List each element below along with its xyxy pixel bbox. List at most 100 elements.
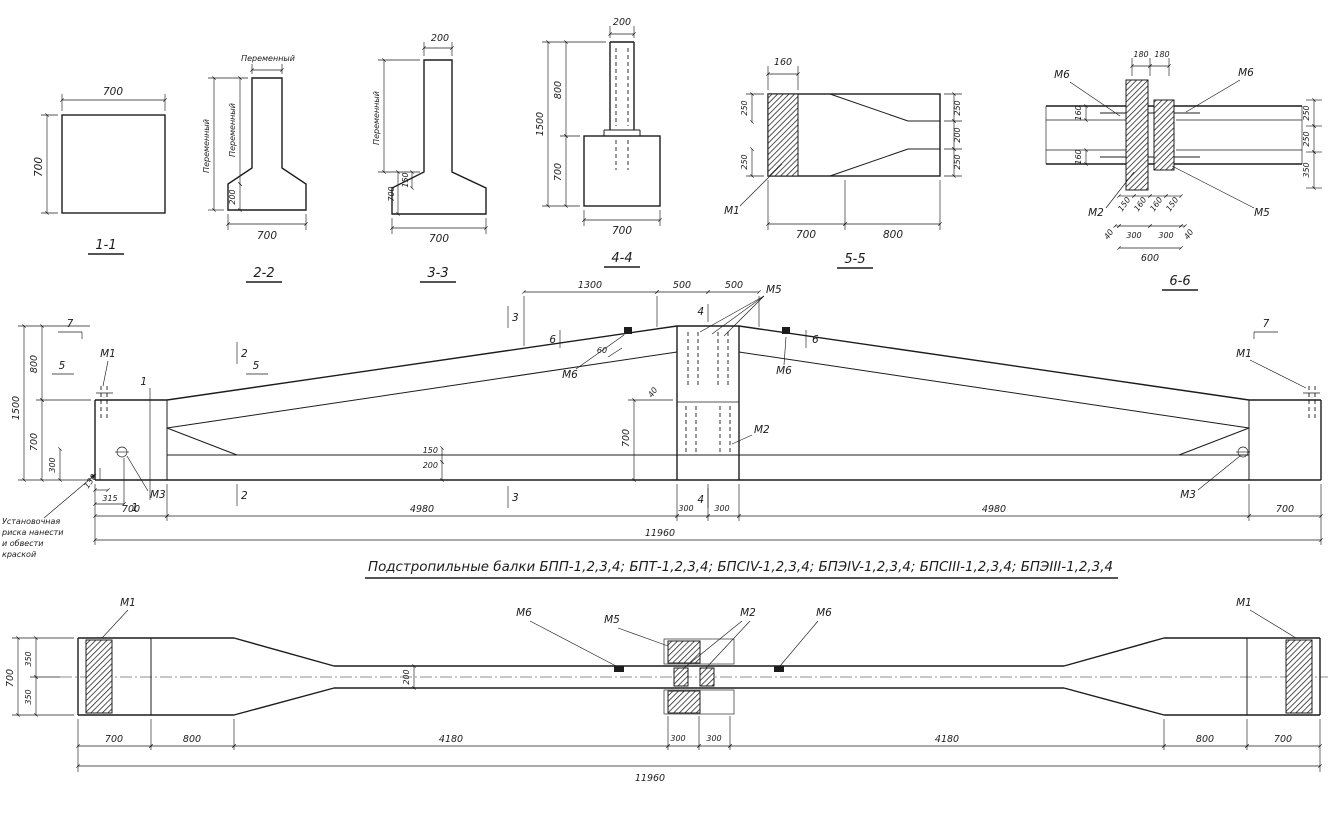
- s6-label-m6-right: М6: [1238, 67, 1254, 79]
- s6-dim-250a: 250: [1302, 105, 1311, 120]
- splice-plate-top-hatch: [667, 640, 701, 664]
- pl-dim-700-bl: 700: [105, 734, 123, 745]
- section-2-2: Переменный Переменный Переменный 200 700…: [202, 54, 308, 283]
- m6-embed: [624, 327, 632, 334]
- el-dim-700-bl: 700: [122, 504, 140, 515]
- s5-label-m1: М1: [724, 205, 740, 217]
- s6-dim-160a: 160: [1074, 105, 1083, 120]
- m6-embed: [614, 666, 624, 672]
- s6-title: 6-6: [1169, 274, 1190, 289]
- s6-dim-40b: 40: [1182, 228, 1195, 242]
- pl-dim-300a: 300: [670, 734, 685, 743]
- el-label-m6-left: М6: [562, 369, 578, 381]
- el-label-m3-right: М3: [1180, 489, 1196, 501]
- el-dim-4980a: 4980: [410, 504, 434, 515]
- pl-dim-200: 200: [402, 669, 411, 684]
- el-dim-700-left: 700: [29, 433, 40, 451]
- splice-plate-bottom-hatch: [667, 690, 701, 714]
- s4-dim-bottom: 700: [612, 225, 632, 237]
- pl-label-m1-left: М1: [120, 597, 136, 609]
- drawing-caption: Подстропильные балки БПП-1,2,3,4; БПТ-1,…: [365, 560, 1118, 579]
- s2-left-label-inner: Переменный: [228, 103, 237, 157]
- el-dim-300-left: 300: [48, 457, 57, 472]
- el-label-m3-left: М3: [150, 489, 166, 501]
- s1-dim-top: 700: [103, 86, 123, 98]
- s6-dim-350: 350: [1302, 162, 1311, 177]
- pl-label-m1-right: М1: [1236, 597, 1252, 609]
- cut-4-bottom: 4: [697, 494, 704, 506]
- section-3-3: 200 Переменный 700 150 700 3-3: [372, 33, 488, 283]
- el-dim-300a: 300: [678, 504, 693, 513]
- end-plate-hatch: [1285, 639, 1313, 714]
- s4-title: 4-4: [611, 251, 632, 266]
- s6-label-m5: М5: [1254, 207, 1270, 219]
- cut-2-top: 2: [241, 348, 248, 360]
- note-line-1: Установочная: [2, 517, 60, 526]
- cut-2-bottom: 2: [241, 490, 248, 502]
- cut-6-right: 6: [812, 334, 819, 346]
- el-dim-315: 315: [102, 494, 117, 503]
- s3-dim-700: 700: [387, 186, 396, 201]
- s2-left-label-outer: Переменный: [202, 119, 211, 173]
- note-line-3: и обвести: [2, 539, 43, 548]
- pl-dim-350a: 350: [24, 651, 33, 666]
- splice-plate-hatch: [1153, 99, 1175, 171]
- s2-top-label: Переменный: [241, 54, 295, 63]
- cut-7-right: 7: [1263, 318, 1270, 330]
- beam-plan-view: М1 М6 М5 М2 М6 М1 700 350 350 200 700 80…: [5, 597, 1328, 784]
- m6-embed: [774, 666, 784, 672]
- s6-dim-160b: 160: [1074, 149, 1083, 164]
- pl-label-m6-right: М6: [816, 607, 832, 619]
- el-dim-500a: 500: [673, 280, 691, 291]
- cut-1-bottom: 1: [131, 502, 138, 514]
- el-dim-700-br: 700: [1276, 504, 1294, 515]
- m6-embed: [782, 327, 790, 334]
- el-dim-300b: 300: [714, 504, 729, 513]
- s6-dim-250b: 250: [1302, 131, 1311, 146]
- s5-title: 5-5: [844, 252, 865, 267]
- el-label-m1-left: М1: [100, 348, 116, 360]
- cut-6-left: 6: [549, 334, 556, 346]
- s6-dim-160a2: 160: [1132, 195, 1148, 213]
- s6-dim-300a: 300: [1126, 231, 1141, 240]
- pl-dim-4180b: 4180: [935, 734, 959, 745]
- s2-dim-200: 200: [228, 189, 237, 204]
- s3-dim-150: 150: [401, 172, 410, 187]
- note-line-4: краской: [2, 550, 36, 559]
- cut-5-left: 5: [59, 360, 66, 372]
- s4-dim-700: 700: [553, 163, 564, 181]
- end-plate-hatch: [767, 93, 799, 177]
- el-dim-700-center: 700: [621, 429, 632, 447]
- s4-dim-1500: 1500: [535, 112, 546, 136]
- caption-text: Подстропильные балки БПП-1,2,3,4; БПТ-1,…: [368, 560, 1113, 575]
- splice-web-plate: [699, 667, 715, 687]
- el-dim-1500: 1500: [11, 396, 22, 420]
- s3-dim-bottom: 700: [429, 233, 449, 245]
- square-section-outline: [61, 114, 166, 214]
- s4-dim-800: 800: [553, 81, 564, 99]
- section-6-6: 180 180 М6 М6 160 160 250 250 350 М2 М5 …: [1045, 50, 1322, 291]
- s6-dim-40a: 40: [1102, 228, 1115, 242]
- pl-dim-4180a: 4180: [439, 734, 463, 745]
- s6-dim-150b: 150: [1164, 195, 1180, 213]
- end-plate-hatch: [85, 639, 113, 714]
- column-section-outline: [391, 59, 487, 215]
- el-dim-total: 11960: [645, 528, 675, 539]
- pl-label-m5: М5: [604, 614, 620, 626]
- cut-3-top: 3: [512, 312, 519, 324]
- el-dim-200: 200: [423, 461, 438, 470]
- el-dim-4980b: 4980: [982, 504, 1006, 515]
- el-dim-150: 150: [423, 446, 438, 455]
- el-dim-500b: 500: [725, 280, 743, 291]
- splice-plate-top: [663, 638, 735, 665]
- s5-dim-250-l1: 250: [740, 100, 749, 115]
- section-4-4: 200 1500 800 700 700 4-4: [535, 17, 662, 268]
- pl-dim-700-br: 700: [1274, 734, 1292, 745]
- s6-dim-300b: 300: [1158, 231, 1173, 240]
- el-label-m6-right: М6: [776, 365, 792, 377]
- beam-elevation-view: 7 7 3 3 2 2 6 6 5 5 1 1 4 4 М1 М1 М3 М3 …: [1, 280, 1323, 559]
- s1-dim-left: 700: [33, 157, 45, 177]
- splice-plate-bottom: [663, 689, 735, 715]
- splice-web-plate: [673, 667, 689, 687]
